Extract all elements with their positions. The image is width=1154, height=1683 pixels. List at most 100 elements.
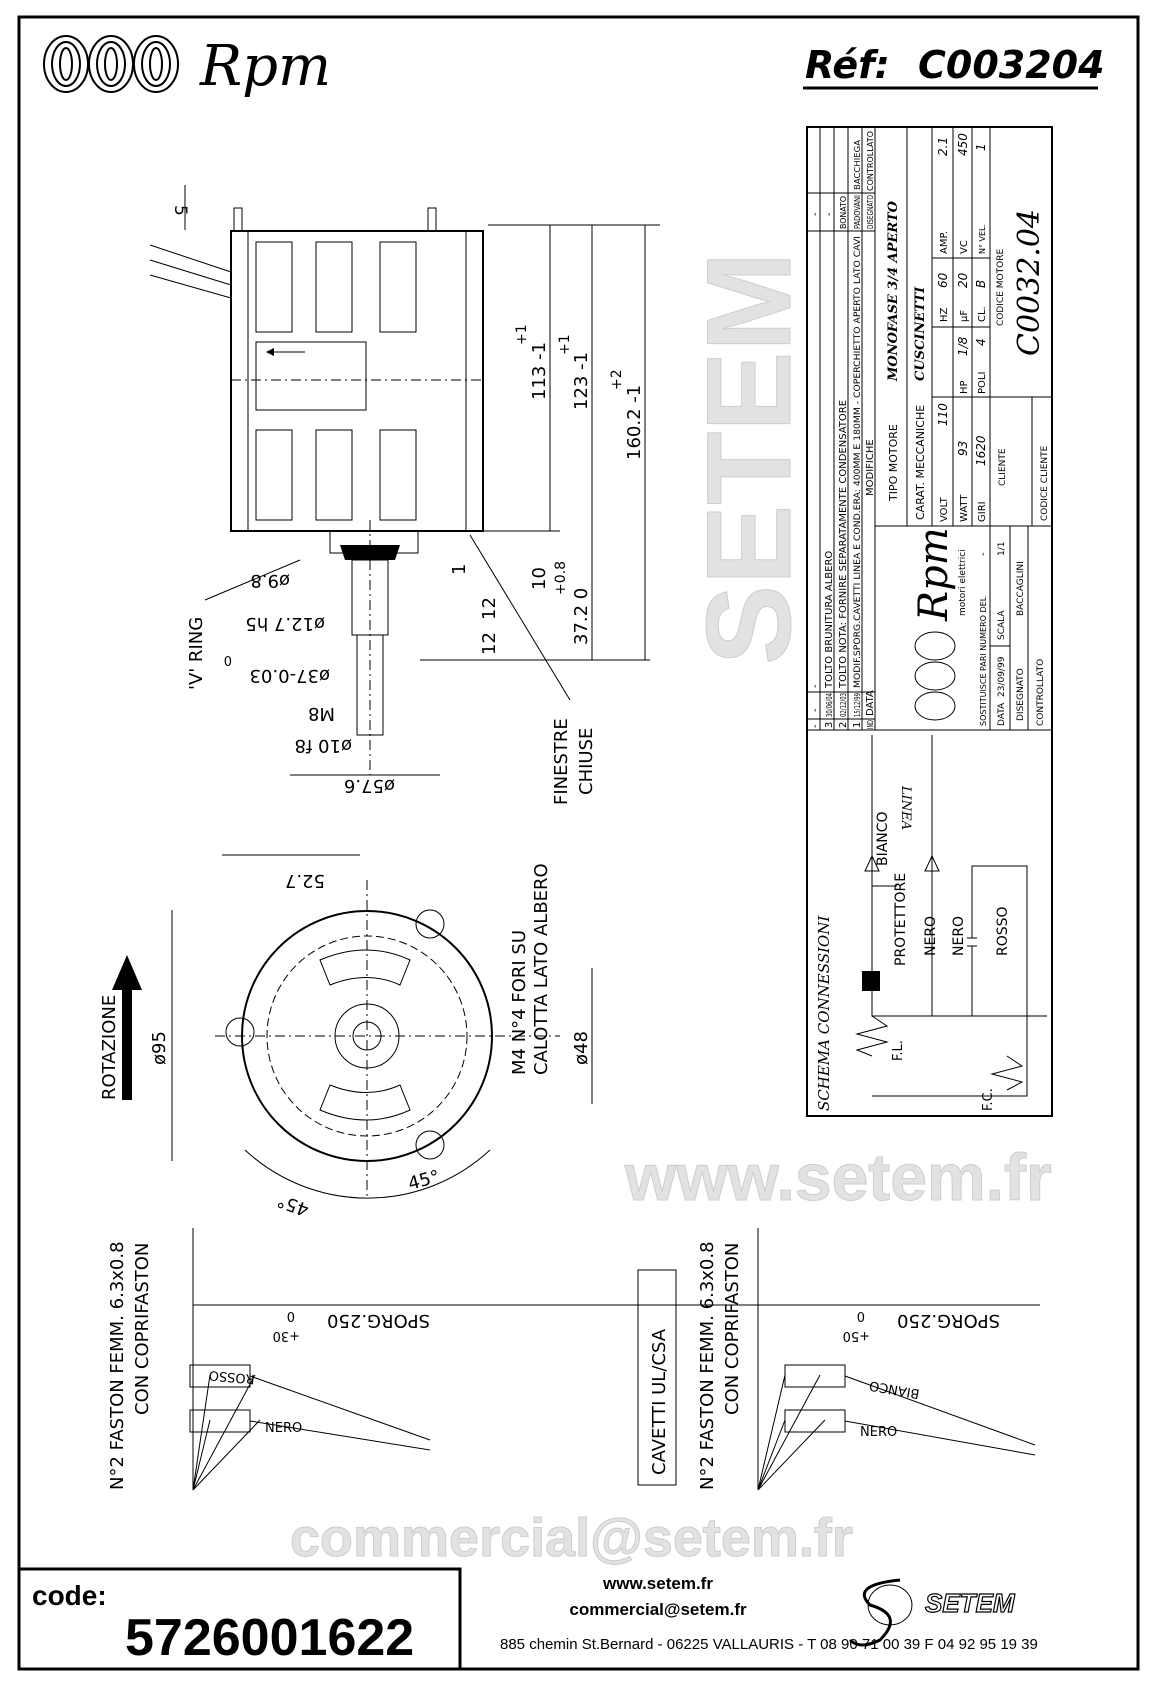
wire-right-a: BIANCO xyxy=(868,1377,921,1401)
motor-code: C0032.04 xyxy=(1012,209,1047,356)
rpm-logo: Rpm xyxy=(43,34,331,99)
motor-side-view: 5 113 -1 +1 123 -1 +1 160.2 -1 +2 10 37.… xyxy=(149,185,660,805)
dim-113-tol: +1 xyxy=(514,324,530,345)
dim-37-2: 37.2 0 xyxy=(571,588,592,645)
schema-line-label: LINEA xyxy=(898,785,913,830)
setem-logo: SETEM xyxy=(848,1578,1017,1647)
watermark-brand: SETEM xyxy=(682,252,816,665)
rotation-label: ROTAZIONE xyxy=(99,995,120,1100)
drawing-text: 1 xyxy=(852,722,863,728)
drawing-text: 1 xyxy=(974,143,988,151)
dim-10: 10 xyxy=(529,567,550,590)
drawing-text: CL. xyxy=(977,306,988,322)
rev-header-drawn: DISEGNATO xyxy=(866,195,875,229)
dim-160: 160.2 -1 xyxy=(624,385,645,460)
code-label: code: xyxy=(32,1580,107,1611)
sporg-left: SPORG.250 xyxy=(327,1310,430,1331)
date-label: DATA xyxy=(997,702,1007,726)
faston-label-left-2: CON COPRIFASTON xyxy=(132,1243,153,1415)
dim-123-tol: +1 xyxy=(557,334,573,355)
sporg-right-tol0: 0 xyxy=(857,1308,865,1323)
logo-sub: motori elettrici xyxy=(958,549,968,616)
sheet-border xyxy=(17,15,1140,1671)
dim-95: ø95 xyxy=(149,1031,170,1065)
dim-160-tol: +2 xyxy=(609,369,625,390)
dia-12-7: ø12.7 h5 xyxy=(245,613,325,634)
fl-label: F.L. xyxy=(891,1040,906,1061)
client-code-label: CODICE CLIENTE xyxy=(1040,445,1050,521)
drawing-text: AMP. xyxy=(939,231,950,254)
motor-front-view: 52.7 ø95 ø48 M4 N°4 FORI SU CALOTTA LATO… xyxy=(99,854,593,1220)
extra-drawn: BACCHIEGA xyxy=(853,139,862,190)
drawing-text: 2.1 xyxy=(936,137,950,156)
wire-bianco: BIANCO xyxy=(875,811,891,866)
angle-b: 45° xyxy=(275,1189,312,1220)
m8: M8 xyxy=(308,703,335,724)
drawing-text: - xyxy=(824,212,835,216)
wiring-schema: SCHEMA CONNESSIONI LINEA BIANCO PROTETTO… xyxy=(815,735,1047,1111)
drawing-text: - xyxy=(810,684,821,688)
drawing-text: GIRI xyxy=(977,501,988,522)
drawing-text: µF xyxy=(959,310,970,322)
watermark-url: www.setem.fr xyxy=(624,1140,1052,1214)
drawing-text: TOLTO NOTA: FORNIRE SEPARATAMENTE CONDEN… xyxy=(838,400,849,689)
sporg-right: SPORG.250 xyxy=(897,1310,1000,1331)
windows-label-1: FINESTRE xyxy=(551,718,572,805)
drawing-text: VC xyxy=(959,240,970,254)
revision-row: ---- xyxy=(810,212,821,728)
drawing-text: B xyxy=(974,280,988,288)
watermark: SETEM www.setem.fr commercial@setem.fr xyxy=(290,251,1053,1568)
faston-label-left-1: N°2 FASTON FEMM. 6.3x0.8 xyxy=(107,1241,128,1490)
holes-label-1: M4 N°4 FORI SU xyxy=(509,930,530,1075)
rev-header-text: MODIFICHE xyxy=(865,439,876,496)
wire-rosso: ROSSO xyxy=(995,906,1011,956)
wire-left-b: NERO xyxy=(265,1421,302,1436)
angle-a: 45° xyxy=(406,1166,442,1195)
dia-37-tol: 0 xyxy=(224,652,232,667)
schema-title: SCHEMA CONNESSIONI xyxy=(815,915,833,1111)
watermark-email: commercial@setem.fr xyxy=(290,1508,853,1568)
leads-diagram-left: N°2 FASTON FEMM. 6.3x0.8 CON COPRIFASTON… xyxy=(107,1228,1040,1491)
windows-label-2: CHIUSE xyxy=(576,728,597,795)
footer-address: 885 chemin St.Bernard - 06225 VALLAURIS … xyxy=(500,1636,1038,1653)
ref-label: Réf: xyxy=(805,43,890,87)
drawing-text: HZ xyxy=(939,307,950,322)
footer-email[interactable]: commercial@setem.fr xyxy=(569,1600,747,1619)
setem-logo-text: SETEM xyxy=(925,1588,1016,1618)
holes-label-2: CALOTTA LATO ALBERO xyxy=(531,863,552,1075)
dim-48: ø48 xyxy=(571,1031,592,1065)
wire-nero-2: NERO xyxy=(951,916,967,956)
dia-37: ø37-0.03 xyxy=(250,665,331,686)
code-value: 5726001622 xyxy=(125,1609,414,1667)
dim-1: 1 xyxy=(449,564,470,575)
dim-12a: 12 xyxy=(479,597,500,620)
cable-note: CAVETTI UL/CSA xyxy=(649,1328,670,1475)
drawn-label: DISEGNATO xyxy=(1016,668,1026,721)
dim-37-2-tol: +0.8 xyxy=(553,561,569,595)
faston-label-right-2: CON COPRIFASTON xyxy=(722,1243,743,1415)
dim-123: 123 -1 xyxy=(571,352,592,410)
footer-web[interactable]: www.setem.fr xyxy=(602,1574,713,1593)
logo-brand: Rpm xyxy=(911,527,957,622)
drawing-text: - xyxy=(810,724,821,728)
wire-nero-1: NERO xyxy=(923,916,939,956)
replaces-label: SOSTITUISCE PARI NUMERO DEL xyxy=(979,596,988,726)
drawing-text: HP xyxy=(959,380,970,394)
date-value: 23/09/99 xyxy=(997,656,1007,697)
brand-text: Rpm xyxy=(199,34,331,99)
dim-52-7: 52.7 xyxy=(285,870,325,891)
mech-label: CARAT. MECCANICHE xyxy=(914,405,927,520)
drawing-text: 450 xyxy=(956,133,970,156)
motor-code-label: CODICE MOTORE xyxy=(996,249,1006,326)
motor-type: MONOFASE 3/4 APERTO xyxy=(886,200,901,382)
dim-12b: 12 xyxy=(479,632,500,655)
dia-10: ø10 f8 xyxy=(295,735,352,756)
drawing-text: 15/12/99 xyxy=(853,693,862,717)
sporg-left-tol0: 0 xyxy=(287,1308,295,1323)
drawing-text: 2 xyxy=(838,722,849,728)
drawing-text: - xyxy=(810,212,821,216)
